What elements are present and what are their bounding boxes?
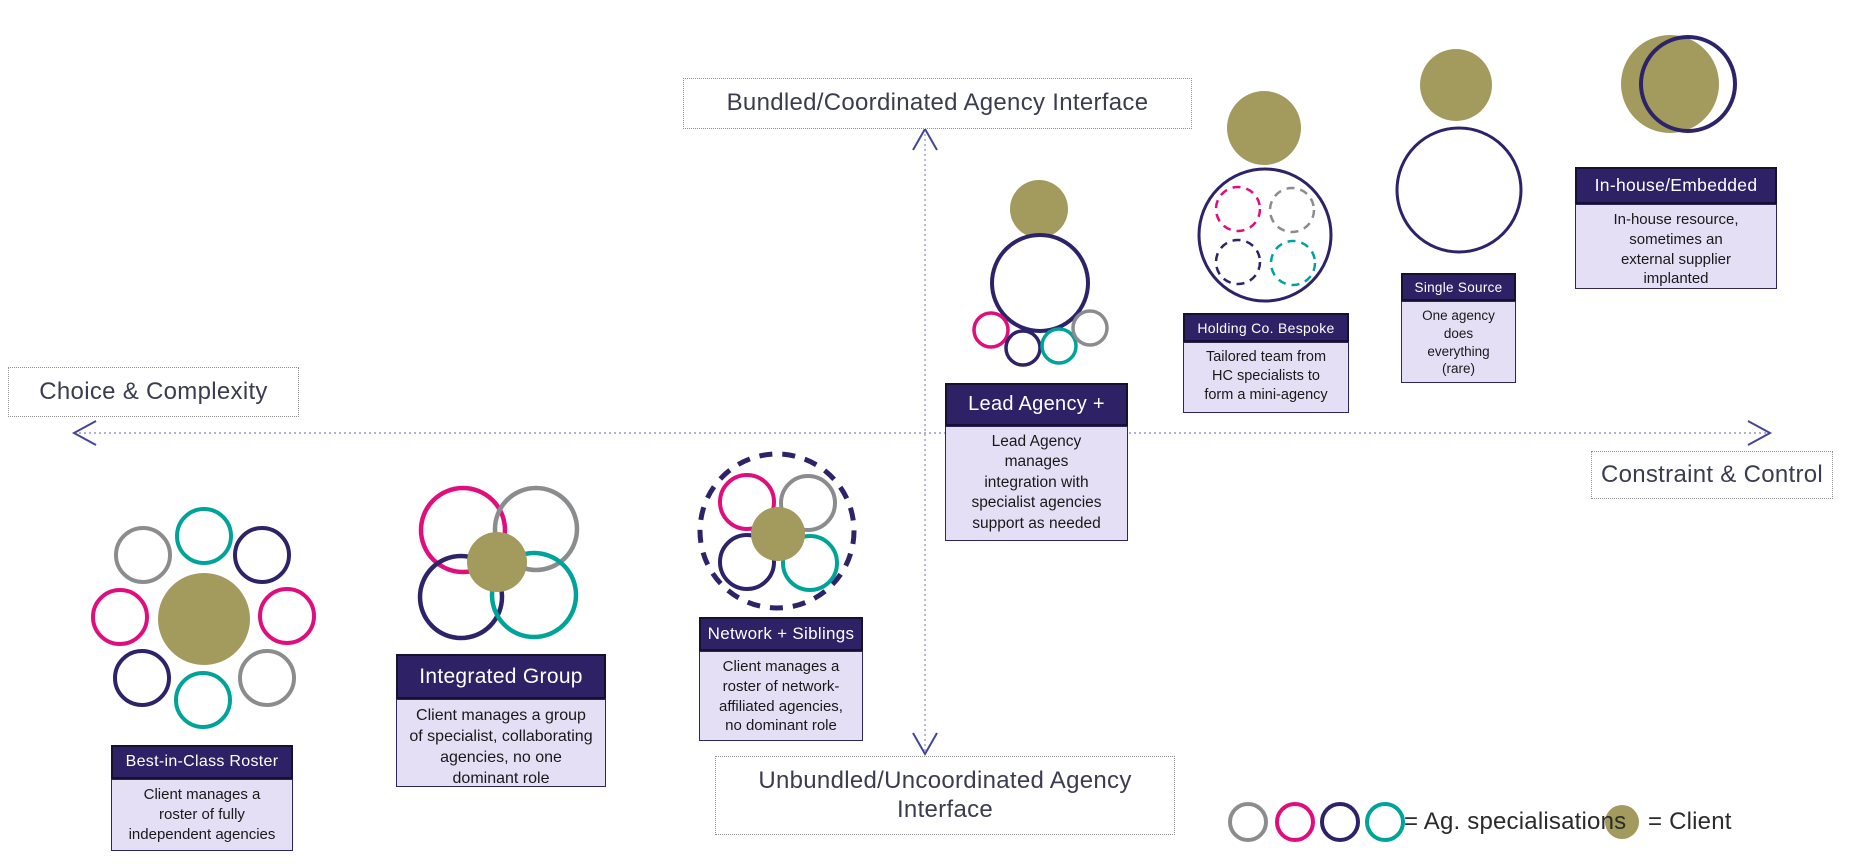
- agency-circle-pink: [418, 485, 508, 575]
- agency-circle-gray: [779, 474, 837, 532]
- model-title-best-in-class-roster: Best-in-Class Roster: [111, 745, 293, 779]
- agency-circle-teal: [781, 534, 839, 592]
- model-description-best-in-class-roster: Client manages a roster of fully indepen…: [111, 779, 293, 851]
- model-description-integrated-group: Client manages a group of specialist, co…: [396, 699, 606, 787]
- agency-circle-teal: [1269, 239, 1317, 287]
- agency-circle-teal: [1365, 802, 1405, 842]
- agency-circle-navy: [1395, 126, 1523, 254]
- agency-circle-navy: [113, 649, 171, 707]
- agency-circle-navy: [1197, 167, 1333, 303]
- model-description-holding-co-bespoke: Tailored team from HC specialists to for…: [1183, 342, 1349, 413]
- client-circle: [1420, 49, 1492, 121]
- agency-circle-teal: [1040, 327, 1078, 365]
- agency-circle-pink: [718, 473, 776, 531]
- axis-label-top: Bundled/Coordinated Agency Interface: [683, 78, 1192, 129]
- model-title-holding-co-bespoke: Holding Co. Bespoke: [1183, 313, 1349, 342]
- agency-circle-pink: [258, 587, 316, 645]
- agency-circle-navy: [1004, 329, 1042, 367]
- client-circle: [1621, 35, 1719, 133]
- agency-circle-gray: [1228, 802, 1268, 842]
- legend-agency-label: = Ag. specialisations: [1404, 808, 1627, 835]
- vertical-axis-arrow-bottom-icon: [912, 732, 938, 757]
- horizontal-axis-arrow-right-icon: [1747, 420, 1773, 446]
- model-description-single-source: One agency does everything (rare): [1401, 301, 1516, 383]
- vertical-axis-arrow-top-icon: [912, 126, 938, 151]
- axis-label-right: Constraint & Control: [1591, 451, 1833, 499]
- model-title-integrated-group: Integrated Group: [396, 654, 606, 699]
- client-circle: [1605, 805, 1639, 839]
- agency-circle-navy: [233, 526, 291, 584]
- agency-circle-pink: [1214, 185, 1262, 233]
- axis-label-bottom: Unbundled/Uncoordinated Agency Interface: [715, 756, 1175, 835]
- agency-circle-pink: [972, 311, 1010, 349]
- agency-circle-navy: [697, 451, 857, 611]
- axis-label-left: Choice & Complexity: [8, 367, 299, 417]
- agency-circle-navy: [417, 553, 505, 641]
- agency-circle-navy: [1639, 35, 1737, 133]
- model-description-network-siblings: Client manages a roster of network- affi…: [699, 651, 863, 741]
- client-circle: [467, 532, 527, 592]
- agency-circle-teal: [489, 550, 579, 640]
- agency-circle-navy: [990, 233, 1090, 333]
- model-description-lead-agency-plus: Lead Agency manages integration with spe…: [945, 426, 1128, 541]
- agency-circle-gray: [1268, 186, 1316, 234]
- agency-circle-teal: [174, 671, 232, 729]
- client-circle: [1010, 180, 1068, 238]
- agency-circle-navy: [1214, 238, 1262, 286]
- model-title-in-house-embedded: In-house/Embedded: [1575, 167, 1777, 204]
- model-title-network-siblings: Network + Siblings: [699, 617, 863, 651]
- model-title-lead-agency-plus: Lead Agency +: [945, 383, 1128, 426]
- model-description-in-house-embedded: In-house resource, sometimes an external…: [1575, 204, 1777, 289]
- agency-circle-gray: [492, 485, 580, 573]
- client-circle: [751, 507, 805, 561]
- legend-client-label: = Client: [1648, 808, 1732, 835]
- agency-circle-gray: [238, 649, 296, 707]
- client-circle: [158, 573, 250, 665]
- horizontal-axis-arrow-left-icon: [71, 420, 97, 446]
- agency-circle-navy: [1320, 802, 1360, 842]
- agency-circle-navy: [718, 533, 776, 591]
- agency-circle-gray: [1071, 309, 1109, 347]
- client-circle: [1227, 91, 1301, 165]
- agency-circle-teal: [175, 507, 233, 565]
- agency-circle-gray: [114, 526, 172, 584]
- agency-circle-pink: [91, 588, 149, 646]
- agency-circle-pink: [1275, 802, 1315, 842]
- model-title-single-source: Single Source: [1401, 273, 1516, 301]
